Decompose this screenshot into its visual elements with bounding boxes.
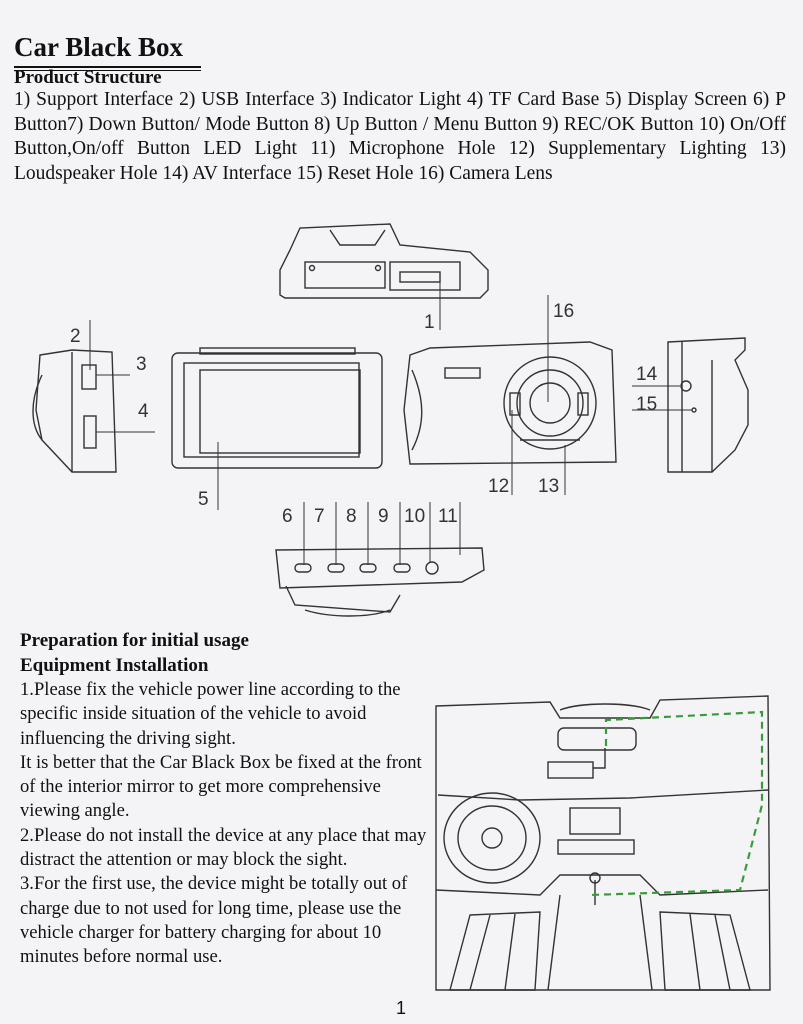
section-heading-preparation: Preparation for initial usage (20, 630, 249, 651)
label-14: 14 (636, 364, 658, 385)
title-underline (14, 66, 201, 68)
section-heading-product-structure: Product Structure (14, 67, 162, 88)
label-1: 1 (424, 312, 435, 333)
installation-instructions: 1.Please fix the vehicle power line acco… (20, 678, 440, 970)
label-15: 15 (636, 394, 657, 415)
product-structure-list: 1) Support Interface 2) USB Interface 3)… (14, 89, 786, 184)
label-3: 3 (136, 354, 147, 375)
label-16: 16 (553, 301, 574, 322)
device-right-side-view (667, 337, 749, 473)
device-bottom-view (275, 547, 485, 617)
label-13: 13 (538, 476, 559, 497)
label-9: 9 (378, 506, 389, 527)
page-number: 1 (396, 998, 407, 1018)
label-4: 4 (138, 401, 149, 422)
label-10: 10 (404, 506, 425, 527)
product-structure-diagram: 1 2 3 4 5 6 7 8 9 10 11 12 13 14 15 16 (32, 223, 749, 617)
device-top-view (279, 223, 489, 299)
label-6: 6 (282, 506, 293, 527)
section-heading-equipment-installation: Equipment Installation (20, 655, 209, 676)
device-left-side-view (32, 349, 117, 473)
car-interior-illustration (435, 695, 771, 991)
page-title: Car Black Box (14, 32, 184, 62)
label-5: 5 (198, 489, 209, 510)
title-underline-thin (14, 70, 201, 71)
label-12: 12 (488, 476, 509, 497)
callout-lines (89, 280, 692, 565)
label-2: 2 (70, 326, 81, 347)
instruction-step-2: 2.Please do not install the device at an… (20, 824, 427, 871)
label-7: 7 (314, 506, 325, 527)
label-8: 8 (346, 506, 357, 527)
label-11: 11 (438, 506, 458, 527)
device-lens-view (403, 341, 617, 465)
instruction-step-3: 3.For the first use, the device might be… (20, 873, 408, 968)
instruction-step-1-note: It is better that the Car Black Box be f… (20, 751, 422, 822)
instruction-step-1: 1.Please fix the vehicle power line acco… (20, 679, 401, 749)
device-display-view (171, 347, 383, 469)
